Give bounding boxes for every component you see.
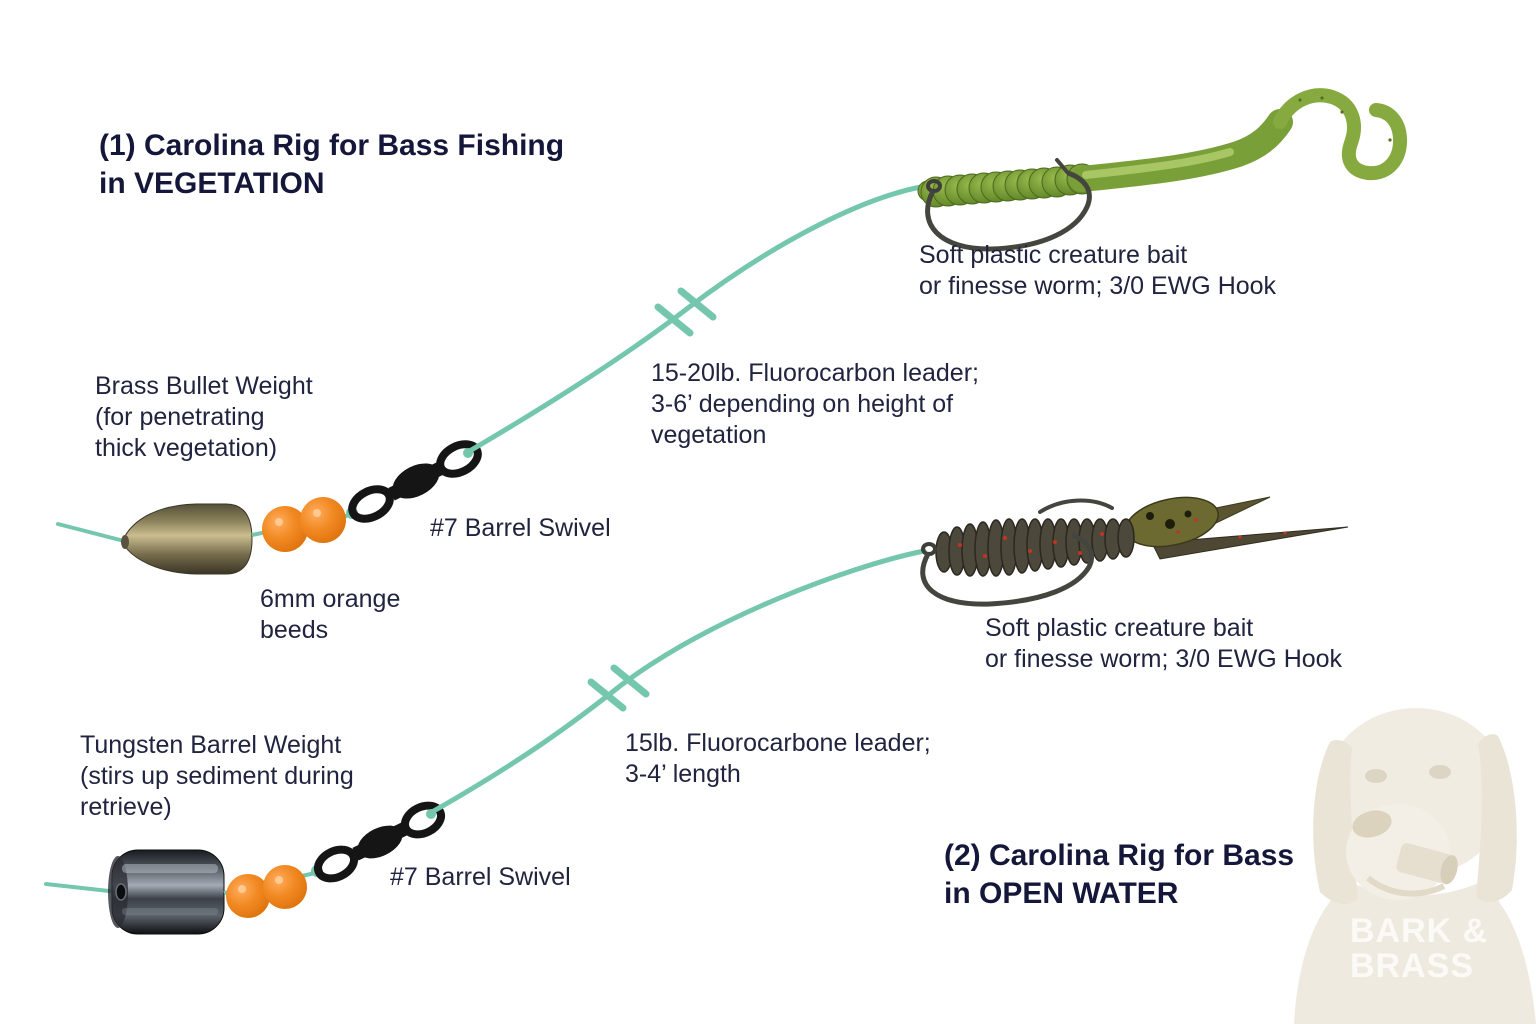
rig1-leader-label: 15-20lb. Fluorocarbon leader; 3-6’ depen… — [651, 359, 979, 449]
creature-red-fleck — [1078, 551, 1082, 555]
rig2-creature-bait — [935, 496, 1349, 577]
creature-red-fleck — [1176, 530, 1180, 534]
hook-point — [1055, 158, 1070, 175]
dog-left-ear — [1313, 740, 1358, 905]
creature-long-tail — [1151, 526, 1349, 560]
rig2-line-break-mark — [587, 678, 627, 712]
hook-bend — [920, 532, 1095, 607]
rig1-weight-label: Brass Bullet Weight (for penetrating thi… — [95, 372, 313, 462]
hook-bend — [925, 170, 1092, 252]
rig2-barrel-weight — [111, 849, 225, 935]
dog-barrel-end — [1440, 855, 1458, 885]
rig2-barrel-swivel — [313, 801, 446, 883]
rig1-bullet-weight — [121, 503, 253, 575]
rig1-title: (1) Carolina Rig for Bass Fishing in VEG… — [99, 129, 565, 200]
creature-paddle-spot — [1184, 510, 1192, 518]
rig1-beads-label: 6mm orange beeds — [260, 585, 401, 644]
dog-watermark — [1294, 708, 1536, 1024]
hook-upper-bend — [1038, 498, 1114, 514]
dog-eye-left — [1365, 769, 1387, 783]
rig2-bead-highlight — [238, 885, 246, 893]
swivel-ring — [313, 845, 359, 883]
dog-mouth-shade — [1366, 875, 1446, 897]
creature-paddle-spot — [1165, 519, 1175, 529]
swivel-ring — [400, 801, 446, 839]
rig1-leader-line — [465, 183, 929, 455]
rig1-bullet-nose — [121, 535, 129, 549]
rig1-bead-highlight — [313, 509, 321, 517]
creature-paddle-spot — [1146, 512, 1154, 520]
rig2-weight-label: Tungsten Barrel Weight (stirs up sedimen… — [80, 731, 354, 821]
creature-red-fleck — [983, 554, 987, 558]
creature-rib — [1117, 518, 1135, 558]
swivel-ring — [348, 485, 394, 523]
worm-curly-tail — [1273, 88, 1407, 181]
creature-red-fleck — [1194, 518, 1198, 522]
rig1-swivel-label: #7 Barrel Swivel — [430, 514, 611, 542]
worm-speckle — [1320, 96, 1324, 100]
rig1-bead — [262, 506, 308, 552]
rig2-bead — [226, 874, 270, 918]
rig2-leader-label: 15lb. Fluorocarbone leader; 3-4’ length — [625, 729, 931, 788]
rig2-line-break-mark — [610, 664, 650, 698]
swivel-wrap — [392, 822, 408, 840]
creature-red-fleck — [958, 543, 962, 547]
creature-red-fleck — [1238, 535, 1242, 539]
creature-red-fleck — [1283, 531, 1287, 535]
rig2-barrel-weight-hole — [115, 883, 127, 901]
rig2-graphic — [44, 496, 1349, 935]
swivel-barrel — [357, 825, 403, 859]
rig2-bead — [263, 865, 307, 909]
worm-speckle — [1298, 98, 1302, 102]
hook-eye — [921, 542, 937, 556]
worm-speckle — [1340, 110, 1344, 114]
rig2-main-line — [44, 882, 120, 894]
rig1-main-line — [56, 522, 126, 543]
swivel-ring — [436, 440, 482, 478]
rig2-weight-sheen — [122, 908, 218, 915]
rig2-title: (2) Carolina Rig for Bass in OPEN WATER — [944, 839, 1295, 910]
rig2-bait-label: Soft plastic creature bait or finesse wo… — [985, 614, 1343, 673]
rig1-barrel-swivel — [348, 440, 482, 523]
creature-red-fleck — [1100, 532, 1104, 536]
worm-body-highlight — [1082, 148, 1234, 179]
dog-right-ear — [1476, 734, 1517, 903]
creature-red-fleck — [1003, 536, 1007, 540]
dog-nose — [1352, 810, 1392, 838]
rig1-bait-label: Soft plastic creature bait or finesse wo… — [919, 241, 1277, 300]
dog-eye-right — [1429, 765, 1451, 779]
dog-body — [1294, 882, 1536, 1024]
rig1-line-break-mark — [654, 303, 694, 337]
dog-barrel-in-mouth — [1396, 843, 1452, 883]
swivel-barrel — [392, 463, 440, 499]
brand-watermark: BARK & BRASS — [1350, 912, 1489, 986]
rig2-bead-highlight — [275, 876, 283, 884]
creature-red-fleck — [1028, 549, 1032, 553]
rig1-ewg-hook — [925, 158, 1092, 252]
rig1-worm-bait — [917, 88, 1407, 208]
rig1-line-break-mark — [677, 287, 717, 321]
creature-red-fleck — [1053, 540, 1057, 544]
rig1-bead — [300, 497, 346, 543]
worm-speckle — [1388, 138, 1392, 142]
rig1-graphic — [56, 88, 1407, 575]
rig2-weight-sheen — [122, 864, 218, 873]
swivel-wrap — [429, 461, 445, 479]
rig2-swivel-label: #7 Barrel Swivel — [390, 863, 571, 891]
hook-eye — [926, 179, 942, 193]
rig2-ewg-hook — [920, 498, 1114, 607]
rig1-bead-highlight — [275, 518, 283, 526]
